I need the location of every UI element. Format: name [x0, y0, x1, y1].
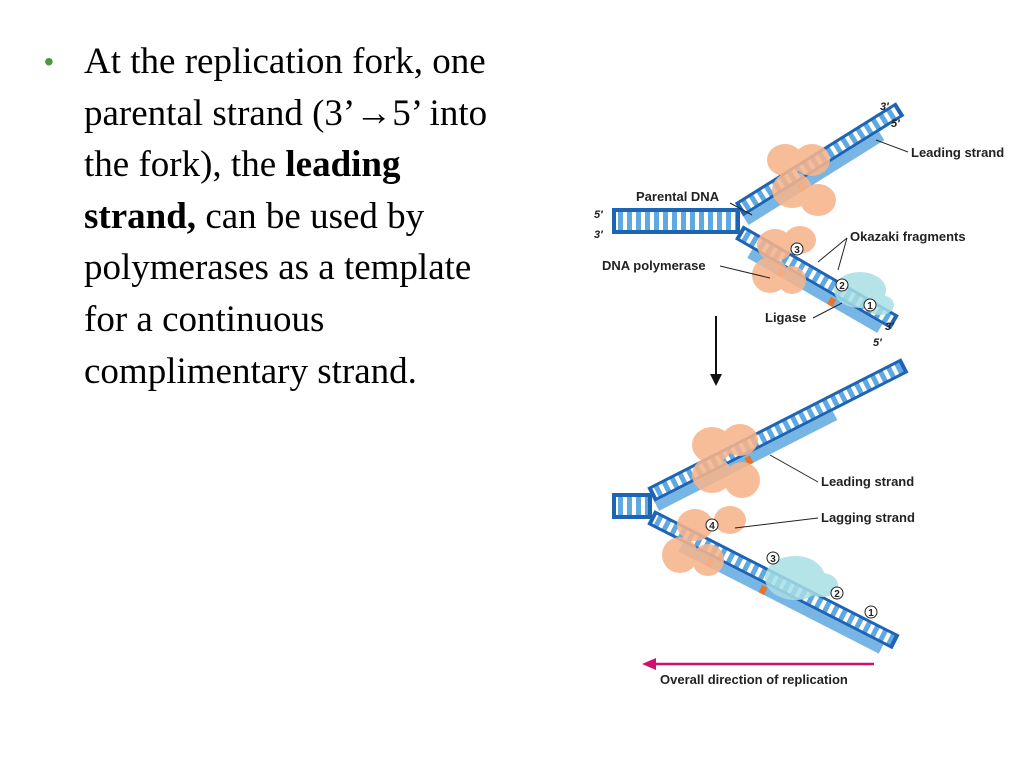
label-okazaki-fragments: Okazaki fragments	[850, 229, 966, 244]
step-2-marker-top: 2	[835, 278, 849, 292]
dna-polymerase-bottom-fork-lower	[662, 506, 746, 576]
dna-polymerase-bottom	[752, 226, 816, 294]
label-ligase: Ligase	[765, 310, 806, 325]
ligase-bottom-fork	[765, 556, 838, 600]
num-4-bottom: 4	[709, 521, 715, 532]
bullet-text-bold: leading strand,	[84, 144, 401, 237]
num-3: 3	[794, 245, 800, 256]
bullet-icon: •	[44, 46, 54, 77]
step-3-marker-top: 3	[790, 242, 804, 256]
step-3-marker-bottom: 3	[766, 551, 780, 565]
end-3-left: 3′	[594, 229, 604, 241]
bullet-point: • At the replication fork, one parental …	[44, 36, 514, 397]
bullet-text-part1: At the replication fork, one parental st…	[84, 41, 488, 186]
end-3-bottom: 3′	[885, 321, 895, 333]
dna-polymerase-bottom-fork-upper	[692, 424, 760, 498]
num-1: 1	[867, 301, 873, 312]
step-2-marker-bottom: 2	[830, 586, 844, 600]
end-3-top: 3′	[880, 101, 890, 113]
end-5-top: 5′	[891, 118, 901, 130]
num-3-bottom: 3	[770, 554, 776, 565]
top-fork: 3 2 1 3′ 5′ 5′ 3′ 3′ 5′ Parental DNA Lea…	[594, 101, 1004, 349]
end-5-left: 5′	[594, 209, 604, 221]
label-dna-polymerase: DNA polymerase	[602, 258, 706, 273]
bullet-text: At the replication fork, one parental st…	[84, 36, 514, 397]
parental-duplex-bottom	[612, 493, 652, 519]
step-1-marker-top: 1	[863, 298, 877, 312]
down-arrow	[710, 316, 722, 386]
step-4-marker: 4	[705, 518, 719, 532]
bullet-text-part2: can be used by polymerases as a template…	[84, 195, 472, 392]
bottom-fork: 4 3 2 1 Leading strand Lagging strand	[612, 358, 915, 654]
label-parental-dna: Parental DNA	[636, 189, 720, 204]
num-2: 2	[839, 281, 845, 292]
num-1-bottom: 1	[868, 608, 874, 619]
dna-polymerase-top	[767, 144, 836, 216]
label-leading-strand-bottom: Leading strand	[821, 474, 914, 489]
label-lagging-strand: Lagging strand	[821, 510, 915, 525]
step-1-marker-bottom: 1	[864, 605, 878, 619]
label-overall-direction: Overall direction of replication	[660, 672, 848, 687]
direction-arrow	[642, 658, 874, 670]
parental-duplex	[612, 208, 740, 234]
label-leading-strand-top: Leading strand	[911, 145, 1004, 160]
num-2-bottom: 2	[834, 589, 840, 600]
end-5-bottom: 5′	[873, 337, 883, 349]
